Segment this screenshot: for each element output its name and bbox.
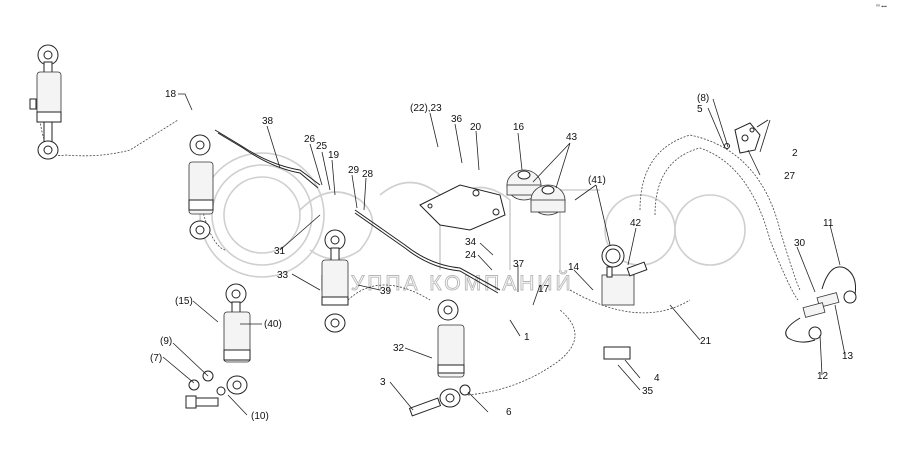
- callout-9: (9): [160, 336, 172, 347]
- callout-25: 25: [316, 141, 328, 152]
- callout-3: 3: [380, 377, 386, 388]
- callout-21: 21: [700, 336, 712, 347]
- callout-4: 4: [654, 373, 660, 384]
- callout-41: (41): [588, 175, 606, 186]
- callout-28: 28: [362, 169, 374, 180]
- callout-18: 18: [165, 89, 177, 100]
- callout-20: 20: [470, 122, 482, 133]
- callout-19: 19: [328, 150, 340, 161]
- callout-10: (10): [251, 411, 269, 422]
- callout-8: (8): [697, 93, 709, 104]
- callout-42: 42: [630, 218, 642, 229]
- callout-40: (40): [264, 319, 282, 330]
- callout-39: 39: [380, 286, 392, 297]
- callout-22-23: (22),23: [410, 103, 442, 114]
- valve-block: [601, 244, 648, 360]
- callout-34: 34: [465, 237, 477, 248]
- callout-24: 24: [465, 250, 477, 261]
- callout-13: 13: [842, 351, 854, 362]
- watermark: ГРУППА КОМПАНИЙ: [199, 152, 746, 295]
- accumulators: [506, 169, 566, 216]
- callout-15: (15): [175, 296, 193, 307]
- callout-2: 2: [792, 148, 798, 159]
- callout-33: 33: [277, 270, 289, 281]
- callout-1: 1: [524, 332, 530, 343]
- callout-16: 16: [513, 122, 525, 133]
- callout-38: 38: [262, 116, 274, 127]
- callouts: 18 38 26 25 19 29 28 (22),23 36 20 16 43…: [150, 89, 854, 422]
- callout-6: 6: [506, 407, 512, 418]
- pipes: [214, 129, 501, 294]
- callout-31: 31: [274, 246, 286, 257]
- callout-27: 27: [784, 171, 796, 182]
- hydraulic-cylinder-4: [185, 283, 251, 409]
- callout-17: 17: [538, 284, 550, 295]
- callout-32: 32: [393, 343, 405, 354]
- quick-couplings: [785, 266, 857, 343]
- flange: [724, 119, 769, 154]
- callout-29: 29: [348, 165, 360, 176]
- callout-37: 37: [513, 259, 525, 270]
- hydraulic-cylinder-1: [29, 44, 62, 160]
- hoses: [39, 119, 801, 396]
- hydraulic-cylinder-2: [188, 134, 214, 240]
- watermark-subtitle: ГРУППА КОМПАНИЙ: [320, 271, 574, 295]
- callout-36: 36: [451, 114, 463, 125]
- hydraulic-cylinder-3: [321, 229, 349, 333]
- callout-43: 43: [566, 132, 578, 143]
- callout-7: (7): [150, 353, 162, 364]
- callout-30: 30: [794, 238, 806, 249]
- callout-12: 12: [817, 371, 829, 382]
- mounting-plate: [419, 184, 506, 231]
- corner-mark: ⁰⁰ ▪▪▪: [876, 4, 887, 10]
- callout-35: 35: [642, 386, 654, 397]
- leader-lines: [162, 93, 846, 416]
- callout-5: 5: [697, 104, 703, 115]
- callout-14: 14: [568, 262, 580, 273]
- callout-11: 11: [823, 218, 834, 229]
- hydraulic-cylinder-5: [408, 299, 471, 417]
- callout-26: 26: [304, 134, 316, 145]
